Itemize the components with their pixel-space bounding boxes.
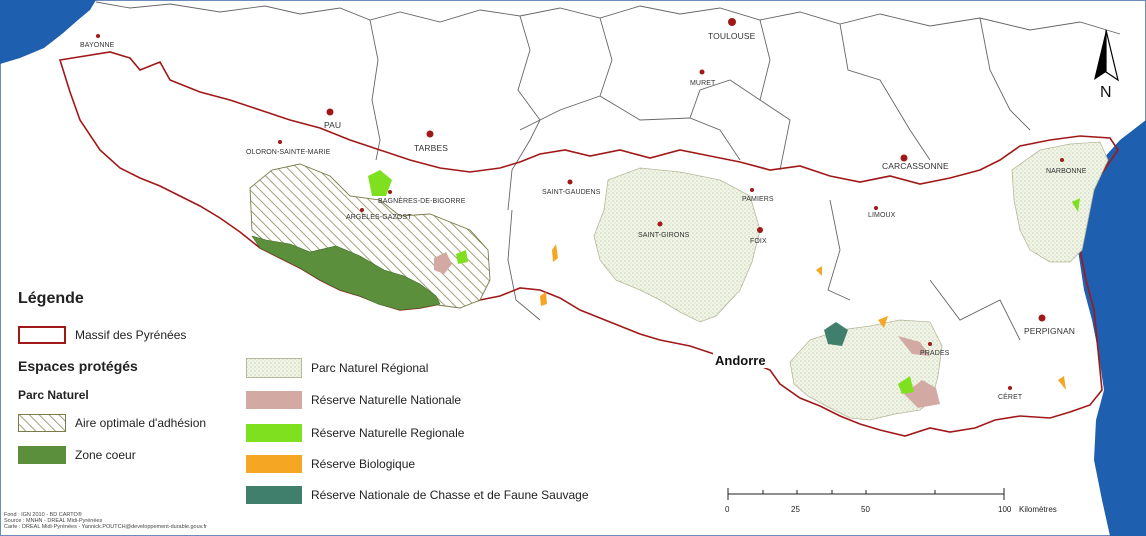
rb-swatch: [246, 455, 302, 473]
city-bayonne: BAYONNE: [80, 42, 115, 49]
city-oloron: OLORON-SAINTE-MARIE: [246, 149, 331, 156]
rnn-patch-3: [904, 380, 940, 408]
massif-swatch: [18, 326, 66, 344]
legend-rb-label: Réserve Biologique: [311, 457, 416, 471]
rb-patch-4: [878, 316, 888, 328]
north-label: N: [1100, 84, 1112, 101]
rnn-patch-1: [434, 252, 452, 274]
legend-massif-label: Massif des Pyrénées: [75, 328, 187, 342]
atlantic-ocean: [0, 0, 96, 64]
rnr-patch-2: [456, 250, 468, 264]
map-credits: Fond : IGN 2010 - BD CARTO® Source : MNH…: [4, 512, 207, 531]
rnn-swatch: [246, 391, 302, 409]
zone-coeur: [251, 235, 441, 311]
mediterranean-sea: [1078, 120, 1146, 536]
legend-aire-label: Aire optimale d'adhésion: [75, 416, 207, 430]
hatch-swatch: [18, 414, 66, 432]
legend-rnr-label: Réserve Naturelle Regionale: [311, 426, 465, 440]
legend-rnn-label: Réserve Naturelle Nationale: [311, 393, 462, 407]
city-pamiers: PAMIERS: [742, 196, 774, 203]
legend-aire-optimale: Aire optimale d'adhésion: [18, 414, 206, 432]
scale-tick-25: 25: [791, 505, 800, 514]
massif-pyrenees-outline: [58, 51, 1119, 437]
city-toulouse: TOULOUSE: [708, 31, 756, 41]
pnr-narbonnaise: [1011, 141, 1109, 263]
legend-rnr: Réserve Naturelle Regionale: [246, 424, 464, 442]
city-dots: [96, 18, 1064, 390]
rnr-patch-4: [1072, 198, 1080, 212]
pnr-ariege: [593, 167, 761, 323]
legend-title: Légende: [18, 290, 84, 307]
city-foix: FOIX: [750, 238, 767, 245]
scale-tick-0: 0: [725, 505, 730, 514]
legend-rncfs: Réserve Nationale de Chasse et de Faune …: [246, 486, 589, 504]
legend-pnr: Parc Naturel Régional: [246, 358, 428, 378]
scale-tick-100: 100: [998, 505, 1012, 514]
rb-patch-2: [540, 292, 547, 306]
city-narbonne: NARBONNE: [1046, 168, 1087, 175]
legend-protected-heading: Espaces protégés: [18, 358, 138, 374]
rncfs-swatch: [246, 486, 302, 504]
legend-rncfs-label: Réserve Nationale de Chasse et de Faune …: [311, 488, 589, 502]
city-pau: PAU: [324, 120, 342, 130]
legend-massif: Massif des Pyrénées: [18, 326, 186, 344]
city-argeles: ARGELES-GAZOST: [346, 214, 412, 221]
scale-bar: [727, 488, 1005, 500]
city-tarbes: TARBES: [414, 143, 448, 153]
city-carcassonne: CARCASSONNE: [882, 161, 949, 171]
scale-unit: Kilomètres: [1019, 505, 1057, 514]
city-perpignan: PERPIGNAN: [1024, 326, 1075, 336]
rb-patch-3: [816, 266, 822, 276]
legend-zone-coeur: Zone coeur: [18, 446, 136, 464]
legend-pnr-label: Parc Naturel Régional: [311, 361, 429, 375]
city-muret: MURET: [690, 80, 716, 87]
legend-zone-coeur-label: Zone coeur: [75, 448, 136, 462]
rnr-patch-1: [368, 170, 392, 196]
credits-line-2: Source : MNHN - DREAL Midi-Pyrénées: [4, 518, 103, 525]
rncfs-patch: [824, 322, 848, 346]
legend-rb: Réserve Biologique: [246, 455, 415, 473]
city-limoux: LIMOUX: [868, 212, 896, 219]
city-saint-girons: SAINT-GIRONS: [638, 232, 690, 239]
city-prades: PRADES: [920, 350, 950, 357]
legend-rnn: Réserve Naturelle Nationale: [246, 391, 461, 409]
city-bagneres: BAGNÈRES-DE-BIGORRE: [378, 198, 466, 205]
north-arrow-icon: [1094, 29, 1119, 82]
credits-line-3: Carte : DREAL Midi-Pyrénées - Yannick.PO…: [4, 524, 207, 531]
scale-tick-50: 50: [861, 505, 870, 514]
department-boundaries: [95, 1, 1121, 341]
zone-coeur-swatch: [18, 446, 66, 464]
andorre-label: Andorre: [713, 353, 768, 368]
rnn-patch-2: [898, 336, 930, 356]
city-ceret: CÉRET: [998, 394, 1023, 401]
pnr-swatch: [246, 358, 302, 378]
rb-patch-5: [1058, 376, 1066, 390]
rnr-patch-3: [898, 376, 914, 394]
rb-patch-1: [552, 244, 558, 262]
credits-line-1: Fond : IGN 2010 - BD CARTO®: [4, 512, 82, 518]
city-saint-gaudens: SAINT-GAUDENS: [542, 189, 601, 196]
legend-parc-heading: Parc Naturel: [18, 388, 89, 402]
rnr-swatch: [246, 424, 302, 442]
